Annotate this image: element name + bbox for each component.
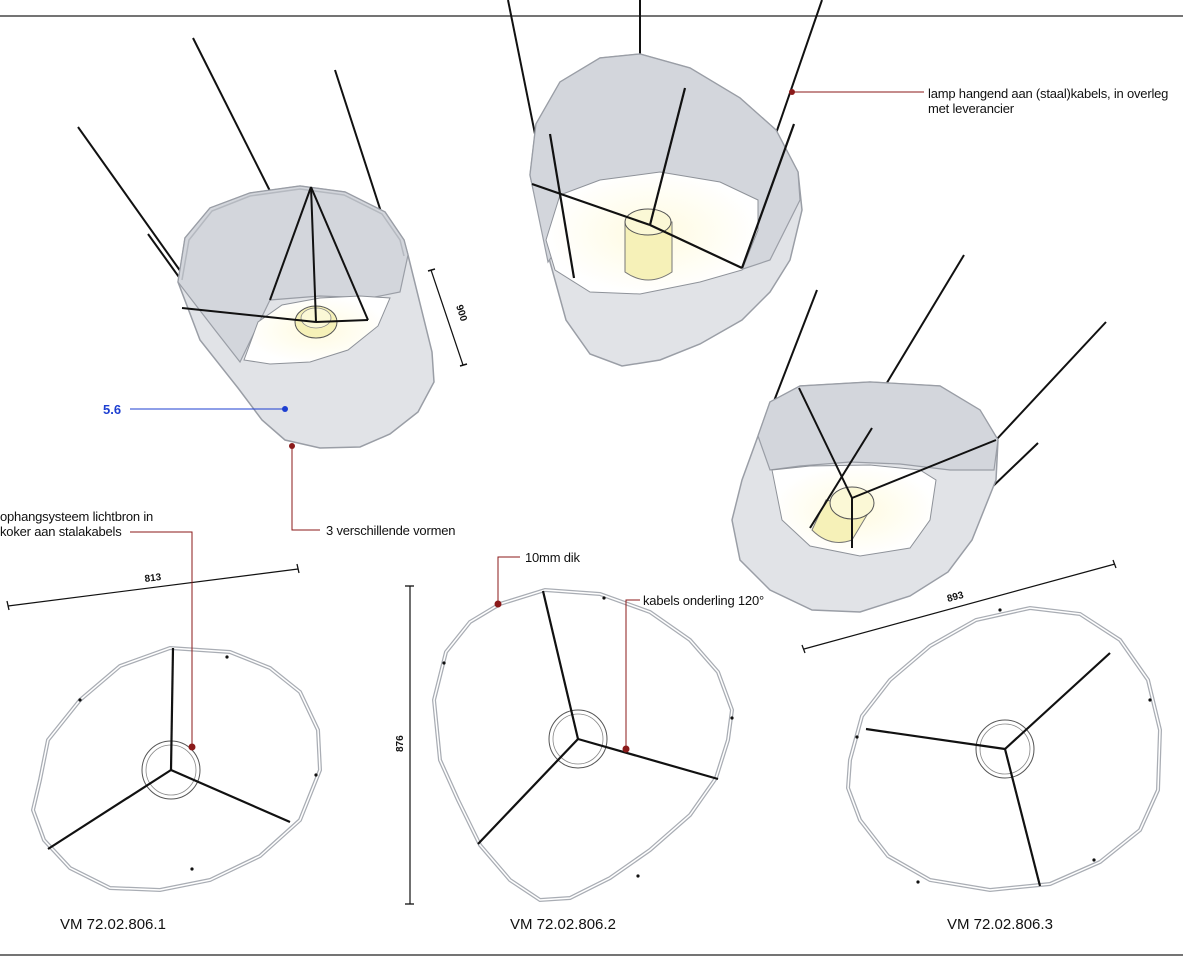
cables-note-line1: lamp hangend aan (staal)kabels, in overl… xyxy=(928,86,1169,101)
dimension-height-perspective: 900 xyxy=(453,304,469,324)
shapes-note: 3 verschillende vormen xyxy=(326,523,456,538)
cables-note: lamp hangend aan (staal)kabels, in overl… xyxy=(928,86,1168,116)
reference-dot xyxy=(282,406,288,412)
lamp-plan-1: 813 xyxy=(6,531,323,893)
cable-angle-leader xyxy=(625,599,640,749)
shapes-leader xyxy=(291,446,320,531)
lamp-perspective-1: 900 xyxy=(77,37,469,449)
suspension-leader xyxy=(130,531,193,747)
suspension-note-line2: koker aan stalakabels xyxy=(0,524,122,539)
reference-label: 5.6 xyxy=(103,402,122,417)
lamp-plan-3: 893 xyxy=(801,559,1163,893)
suspension-note-line1: ophangsysteem lichtbron in xyxy=(0,509,154,524)
cables-note-line2: met leverancier xyxy=(928,101,1014,116)
dimension-width-3: 893 xyxy=(946,590,965,605)
lamp-perspective-2 xyxy=(507,0,924,367)
cable-angle-note: kabels onderling 120° xyxy=(643,593,764,608)
dimension-height-2: 876 xyxy=(395,735,406,752)
thickness-note: 10mm dik xyxy=(525,550,580,565)
model-code-3: VM 72.02.806.3 xyxy=(947,916,1053,933)
dimension-width-1: 813 xyxy=(144,572,162,585)
thickness-leader xyxy=(497,556,520,604)
model-code-1: VM 72.02.806.1 xyxy=(60,916,166,933)
lamp-perspective-3 xyxy=(731,254,1107,613)
lamp-plan-2: 876 xyxy=(395,556,735,905)
suspension-note: ophangsysteem lichtbron in koker aan sta… xyxy=(0,509,153,539)
model-code-2: VM 72.02.806.2 xyxy=(510,916,616,933)
